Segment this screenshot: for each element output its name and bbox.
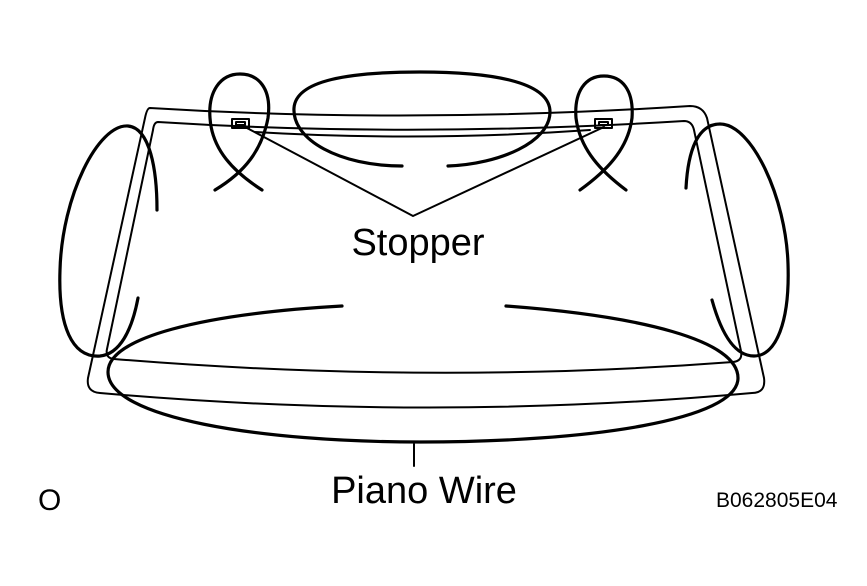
piano-wire-top-loop <box>292 70 552 168</box>
top-molding-line <box>254 129 591 138</box>
piano-wire-right-corner-loop <box>574 74 634 192</box>
piano-wire-bottom-loop <box>106 304 740 444</box>
figure-code-label: B062805E04 <box>716 489 838 512</box>
windshield-glass-outline <box>86 105 766 409</box>
piano-wire-right-side-loop <box>684 122 790 358</box>
piano-wire-label: Piano Wire <box>331 470 517 512</box>
piano-wire-left-corner-loop <box>208 72 271 192</box>
piano-wire-left-side-loop <box>58 124 159 358</box>
stopper-clip-left <box>231 118 250 129</box>
stopper-leader-line <box>244 126 605 217</box>
view-mark-label: O <box>38 484 61 517</box>
stopper-label: Stopper <box>351 222 484 264</box>
